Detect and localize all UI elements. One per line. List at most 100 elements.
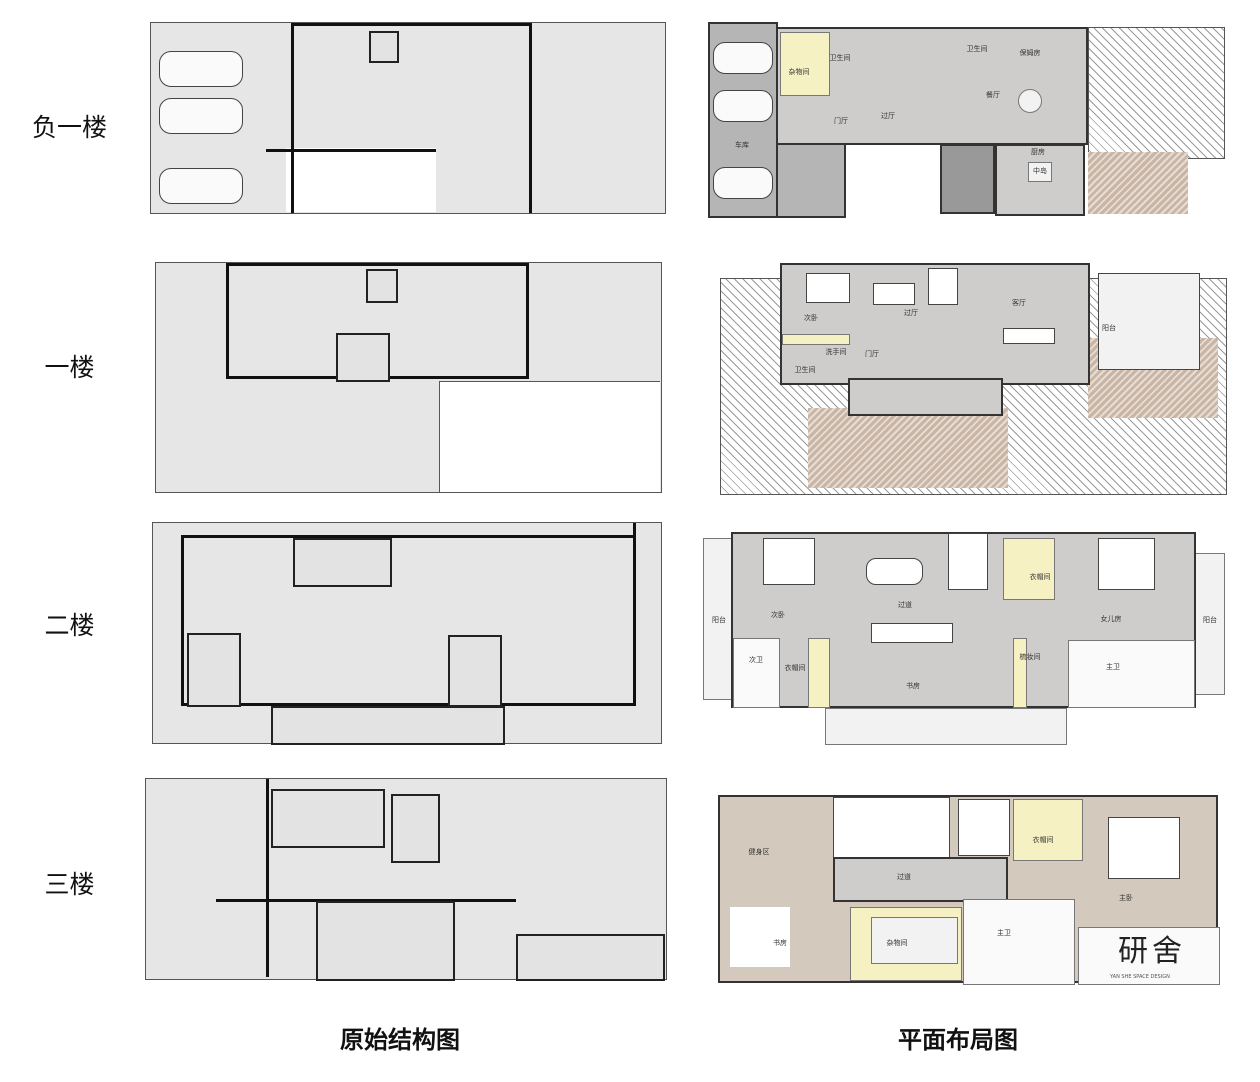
wood-deck bbox=[808, 408, 1008, 488]
room-label: 厨房 bbox=[1031, 148, 1045, 156]
brand-logo: 研舍 bbox=[1118, 934, 1186, 969]
car-icon bbox=[713, 42, 773, 74]
bed-icon bbox=[763, 538, 815, 585]
room-label: 过道 bbox=[898, 601, 912, 609]
wall bbox=[226, 263, 229, 378]
car-icon bbox=[159, 168, 243, 204]
wall bbox=[181, 535, 184, 705]
original-plan-3f bbox=[145, 778, 667, 981]
car-icon bbox=[713, 90, 773, 122]
caption-original-structure: 原始结构图 bbox=[340, 1025, 460, 1054]
room-label: 中岛 bbox=[1033, 167, 1047, 175]
room-label: 健身区 bbox=[748, 848, 770, 856]
layout-plan-2f bbox=[703, 518, 1225, 745]
room-label: 过厅 bbox=[881, 112, 895, 120]
original-plan-2f bbox=[152, 522, 662, 745]
wood-deck bbox=[1088, 152, 1188, 214]
room-label: 杂物间 bbox=[788, 68, 810, 76]
room-outline bbox=[391, 794, 440, 863]
room-outline bbox=[336, 333, 390, 382]
wall bbox=[266, 779, 269, 977]
layout-plan-b1 bbox=[708, 22, 1225, 218]
sofa-icon bbox=[1003, 328, 1055, 344]
wardrobe bbox=[1003, 538, 1055, 600]
balcony-bottom bbox=[825, 708, 1067, 745]
brand-logo-subtitle: YAN SHE SPACE DESIGN bbox=[1110, 974, 1170, 980]
light-well bbox=[940, 144, 995, 214]
car-icon bbox=[159, 98, 243, 134]
room-label: 衣帽间 bbox=[1032, 836, 1054, 844]
room-outline bbox=[448, 635, 502, 707]
room-label: 卫生间 bbox=[829, 54, 851, 62]
room-label: 主卧 bbox=[1119, 894, 1133, 902]
wall bbox=[181, 535, 633, 538]
room-label: 杂物间 bbox=[886, 939, 908, 947]
bed-icon bbox=[1108, 817, 1180, 879]
room-outline bbox=[516, 934, 665, 981]
elevator-icon bbox=[958, 799, 1010, 856]
patio-seating bbox=[1098, 273, 1200, 370]
room-label: 车库 bbox=[735, 141, 749, 149]
room-label: 卫生间 bbox=[794, 366, 816, 374]
wall bbox=[526, 263, 529, 378]
bed-icon bbox=[1098, 538, 1155, 590]
car-icon bbox=[713, 167, 773, 199]
room-label: 阳台 bbox=[1102, 324, 1116, 332]
wall bbox=[181, 703, 636, 706]
room-label: 餐厅 bbox=[986, 91, 1000, 99]
storage-floor bbox=[871, 917, 958, 964]
wardrobe bbox=[1013, 799, 1083, 861]
floor-label-3f: 三楼 bbox=[44, 870, 95, 899]
floor-label-2f: 二楼 bbox=[44, 611, 95, 640]
room-label: 次卧 bbox=[804, 314, 818, 322]
floor-label-b1: 负一楼 bbox=[31, 113, 107, 142]
storage-cabinet bbox=[782, 334, 850, 345]
room-label: 门厅 bbox=[865, 350, 879, 358]
room-label: 阳台 bbox=[1203, 616, 1217, 624]
room-label: 梳妆间 bbox=[1019, 653, 1041, 661]
stair-outline bbox=[271, 789, 385, 848]
wall bbox=[216, 899, 516, 902]
wall bbox=[226, 263, 526, 266]
wall bbox=[633, 523, 636, 705]
room-label: 保姆房 bbox=[1019, 49, 1041, 57]
car-icon bbox=[159, 51, 243, 87]
layout-plan-3f bbox=[708, 777, 1223, 985]
stair-void bbox=[833, 797, 950, 859]
room-label: 客厅 bbox=[1012, 299, 1026, 307]
elevator-icon bbox=[928, 268, 958, 305]
room-outline bbox=[316, 901, 455, 981]
desk-icon bbox=[871, 623, 953, 643]
wardrobe bbox=[1013, 638, 1027, 708]
dining-table bbox=[1018, 89, 1042, 113]
room-label: 阳台 bbox=[712, 616, 726, 624]
void-area bbox=[439, 381, 660, 492]
study-nook bbox=[730, 907, 790, 967]
wall bbox=[291, 23, 294, 213]
balcony-right bbox=[1193, 553, 1225, 695]
room-label: 主卫 bbox=[1106, 663, 1120, 671]
floor-label-1f: 一楼 bbox=[44, 353, 95, 382]
original-plan-b1 bbox=[150, 22, 666, 214]
master-bath-floor bbox=[963, 899, 1075, 985]
room-label: 书房 bbox=[773, 939, 787, 947]
room-label: 次卫 bbox=[749, 656, 763, 664]
room-label: 过厅 bbox=[904, 309, 918, 317]
elevator-shaft bbox=[366, 269, 398, 303]
room-label: 主卫 bbox=[997, 929, 1011, 937]
elevator-icon bbox=[948, 533, 988, 590]
room-label: 女儿房 bbox=[1100, 615, 1122, 623]
stair-icon bbox=[873, 283, 915, 305]
bed-icon bbox=[806, 273, 850, 303]
elevator-shaft bbox=[369, 31, 399, 63]
room-label: 衣帽间 bbox=[784, 664, 806, 672]
wall bbox=[529, 23, 532, 213]
balcony-outline bbox=[271, 706, 505, 745]
void-area bbox=[286, 148, 436, 212]
room-label: 卫生间 bbox=[966, 45, 988, 53]
layout-plan-1f bbox=[708, 258, 1227, 495]
room-label: 衣帽间 bbox=[1029, 573, 1051, 581]
caption-floor-layout: 平面布局图 bbox=[898, 1025, 1018, 1054]
stair-outline bbox=[293, 538, 392, 587]
room-outline bbox=[187, 633, 241, 707]
